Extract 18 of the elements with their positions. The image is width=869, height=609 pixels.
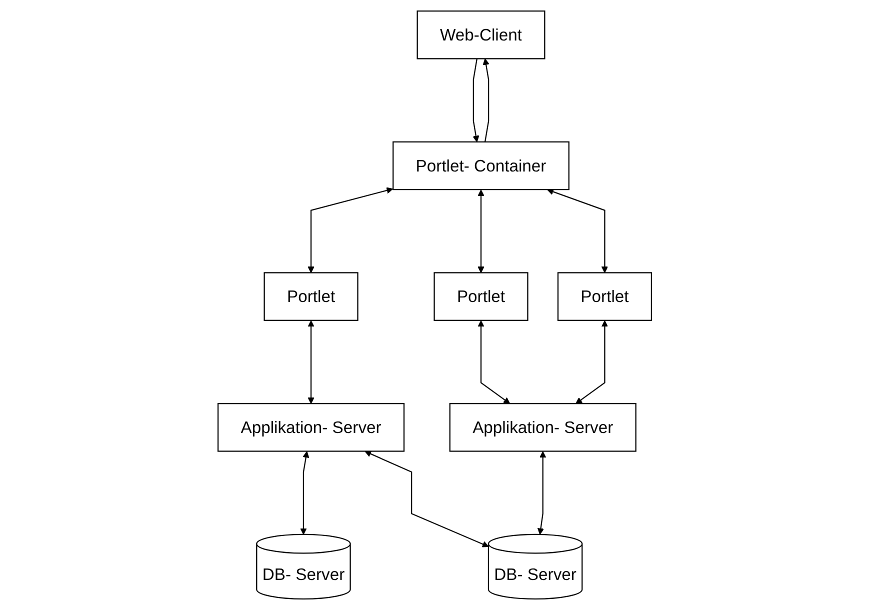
node-box: Applikation- Server — [217, 402, 404, 452]
node-box: Portlet — [433, 272, 528, 320]
node-box: Portlet- Container — [392, 140, 570, 190]
node-box: Portlet — [263, 272, 358, 320]
arrow — [546, 188, 608, 273]
arrow — [575, 320, 608, 404]
node-box: Web-Client — [416, 10, 545, 59]
arrow — [482, 58, 490, 142]
arrow — [477, 189, 484, 273]
arrow — [537, 450, 546, 534]
arrow — [300, 450, 309, 534]
arrow — [307, 186, 393, 273]
arrow — [477, 320, 510, 404]
arrow — [307, 320, 314, 404]
node-box: Applikation- Server — [449, 402, 636, 452]
arrow — [364, 450, 489, 547]
arrow — [472, 58, 479, 142]
node-box: Portlet — [557, 272, 652, 320]
